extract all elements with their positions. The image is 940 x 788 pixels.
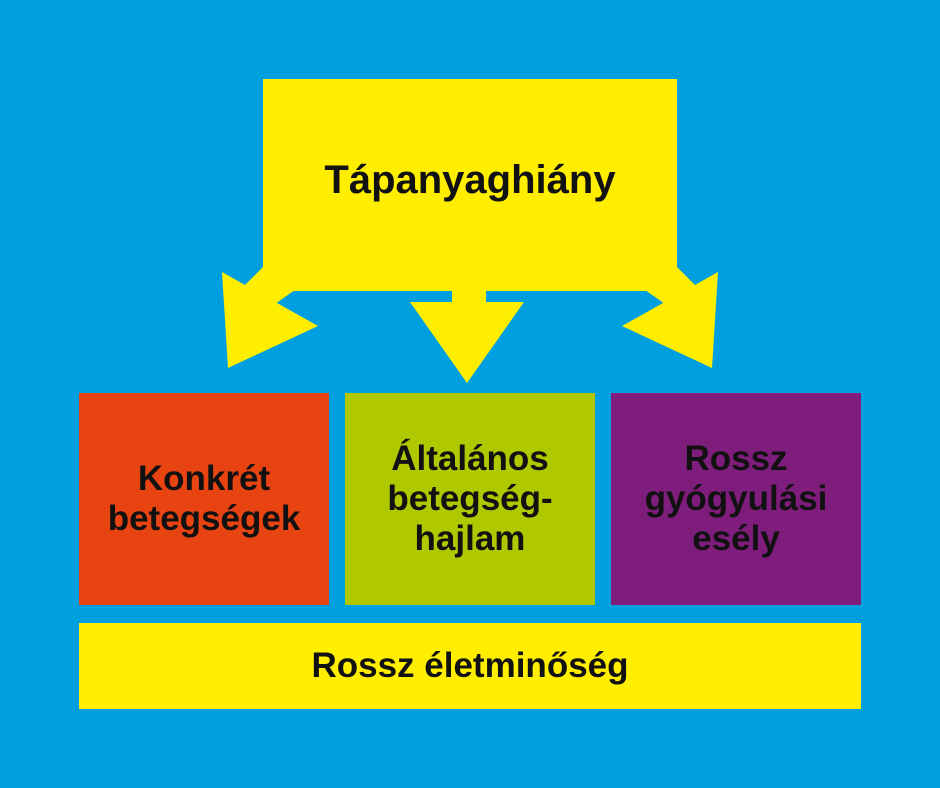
arrow-down-icon	[410, 285, 524, 383]
box-konkret-betegsegek: Konkrét betegségek	[79, 393, 329, 605]
box-altalanos-betegseghajlam: Általános betegség-hajlam	[345, 393, 595, 605]
top-box: Tápanyaghiány	[263, 79, 677, 291]
arrow-down-left-head	[222, 272, 318, 368]
bottom-bar-label: Rossz életminőség	[311, 646, 629, 685]
top-box-label: Tápanyaghiány	[324, 157, 616, 202]
bottom-bar: Rossz életminőség	[79, 623, 861, 709]
arrow-down-right-head	[622, 272, 718, 368]
box-label: Általános betegség-hajlam	[387, 439, 553, 558]
box-label: Konkrét betegségek	[107, 459, 301, 538]
box-label: Rossz gyógyulási esély	[644, 439, 828, 558]
box-rossz-gyogyulasi-esely: Rossz gyógyulási esély	[611, 393, 861, 605]
arrow-down-head	[410, 302, 524, 383]
